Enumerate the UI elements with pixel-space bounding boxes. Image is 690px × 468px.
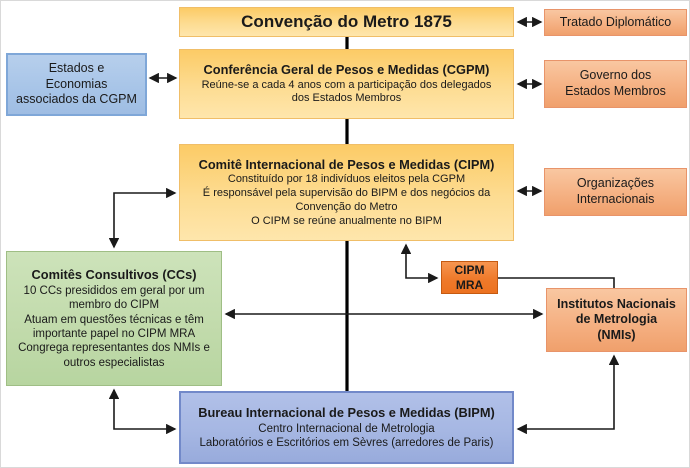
ccs-description: 10 CCs presididos em geral por um membro…	[18, 284, 210, 369]
cgpm-description: Reúne-se a cada 4 anos com a participaçã…	[201, 78, 492, 105]
box-cipm: Comitê Internacional de Pesos e Medidas …	[179, 144, 514, 241]
tratado-label: Tratado Diplomático	[559, 14, 672, 29]
bipm-description: Centro Internacional de Metrologia Labor…	[199, 422, 494, 449]
connector-cipm-cipm-mra	[400, 243, 439, 284]
cipm-description: Constituído por 18 indivíduos eleitos pe…	[202, 173, 491, 227]
organizacoes-label: Organizações Internacionais	[576, 176, 655, 206]
nmis-label: Institutos Nacionais de Metrologia (NMIs…	[557, 296, 676, 342]
box-organizacoes-internacionais: Organizações Internacionais	[544, 168, 687, 216]
box-tratado-diplomatico: Tratado Diplomático	[544, 9, 687, 36]
box-cipm-mra: CIPM MRA	[441, 261, 498, 294]
convencao-title: Convenção do Metro 1875	[241, 12, 452, 32]
connector-bipm-nmis	[516, 354, 620, 435]
connector-cipm-mra-nmis	[498, 277, 615, 288]
cipm-mra-label: CIPM MRA	[454, 263, 485, 292]
bipm-title: Bureau Internacional de Pesos e Medidas …	[198, 404, 495, 420]
box-bipm: Bureau Internacional de Pesos e Medidas …	[179, 391, 514, 464]
box-estados-economias-associados: Estados e Economias associados da CGPM	[6, 53, 147, 116]
box-governo-estados-membros: Governo dos Estados Membros	[544, 60, 687, 108]
cipm-title: Comitê Internacional de Pesos e Medidas …	[198, 156, 495, 172]
estados-label: Estados e Economias associados da CGPM	[16, 61, 137, 107]
connector-ccs-bipm	[108, 388, 177, 435]
box-institutos-nacionais-metrologia: Institutos Nacionais de Metrologia (NMIs…	[546, 288, 687, 352]
connector-cipm-ccs	[108, 187, 177, 249]
box-comites-consultivos: Comitês Consultivos (CCs) 10 CCs presidi…	[6, 251, 222, 386]
box-cgpm: Conferência Geral de Pesos e Medidas (CG…	[179, 49, 514, 119]
ccs-title: Comitês Consultivos (CCs)	[31, 266, 197, 282]
box-convencao-do-metro: Convenção do Metro 1875	[179, 7, 514, 37]
governo-label: Governo dos Estados Membros	[565, 68, 666, 98]
cgpm-title: Conferência Geral de Pesos e Medidas (CG…	[203, 61, 490, 77]
